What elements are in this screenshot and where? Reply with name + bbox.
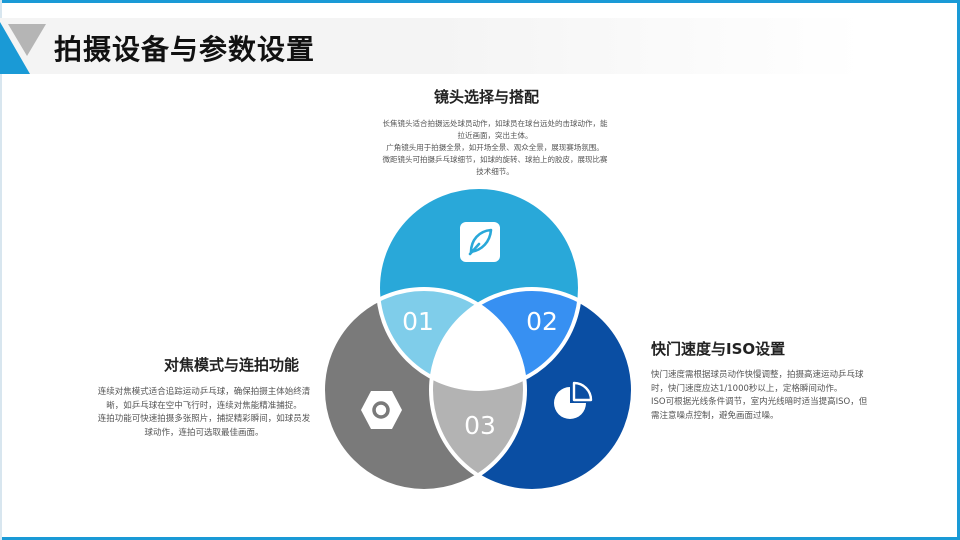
frame-top-border [0, 0, 960, 3]
shutter-section-text: 快门速度需根据球员动作快慢调整，拍摄高速运动乒乓球时，快门速度应达1/1000秒… [651, 369, 873, 423]
focus-section-title: 对焦模式与连拍功能 [164, 356, 300, 374]
page-title: 拍摄设备与参数设置 [54, 33, 316, 66]
feather-pen-icon [460, 222, 500, 262]
focus-paragraph-2: 连拍功能可快速拍摄多张照片，捕捉精彩瞬间，如球员发球动作，连拍可选取最佳画面。 [97, 414, 311, 438]
venn-center [431, 289, 525, 389]
shutter-paragraph-2: ISO可根据光线条件调节，室内光线暗时适当提高ISO，但需注意噪点控制，避免画面… [651, 397, 868, 421]
lens-section-title: 镜头选择与搭配 [434, 88, 540, 106]
frame-left-border [0, 0, 2, 540]
focus-section-text: 连续对焦模式适合追踪运动乒乓球，确保拍摄主体始终清晰，如乒乓球在空中飞行时，连续… [96, 386, 312, 440]
shutter-paragraph-1: 快门速度需根据球员动作快慢调整，拍摄高速运动乒乓球时，快门速度应达1/1000秒… [651, 370, 864, 394]
overlap-number-02: 02 [526, 307, 558, 336]
focus-paragraph-1: 连续对焦模式适合追踪运动乒乓球，确保拍摄主体始终清晰，如乒乓球在空中飞行时，连续… [97, 387, 311, 411]
frame-bottom-border [0, 537, 960, 540]
lens-paragraph-2: 广角镜头用于拍摄全景，如开场全景、观众全景，展现赛场氛围。 [386, 143, 604, 152]
lens-paragraph-1: 长焦镜头适合拍摄远处球员动作，如球员在球台远处的击球动作，能拉近画面，突出主体。 [382, 119, 608, 140]
lens-paragraph-3: 微距镜头可拍摄乒乓球细节，如球的旋转、球拍上的胶皮，展现比赛技术细节。 [382, 155, 608, 176]
corner-triangle-decoration [0, 22, 46, 74]
overlap-number-01: 01 [402, 307, 434, 336]
hex-nut-icon [361, 391, 402, 429]
shutter-section-title: 快门速度与ISO设置 [651, 340, 786, 358]
frame-right-border [957, 0, 960, 540]
pie-chart-icon [554, 381, 593, 419]
lens-section-text: 长焦镜头适合拍摄远处球员动作，如球员在球台远处的击球动作，能拉近画面，突出主体。… [380, 118, 610, 178]
header-bar [0, 18, 960, 74]
overlap-number-03: 03 [464, 411, 496, 440]
